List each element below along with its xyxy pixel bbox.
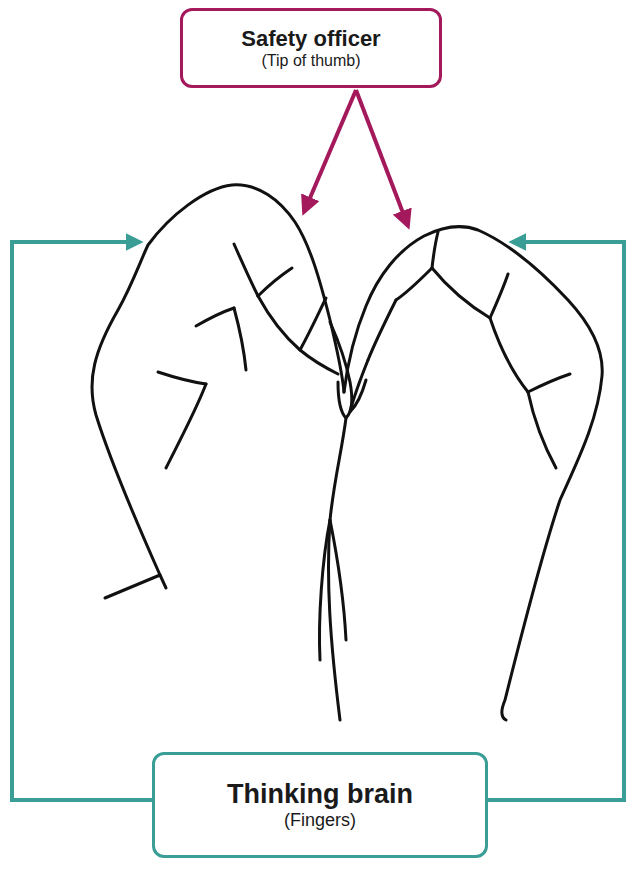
- callout-subtitle: (Tip of thumb): [262, 51, 361, 70]
- callout-title: Thinking brain: [227, 779, 413, 810]
- leader-arrows: [304, 90, 408, 226]
- callout-box: Safety officer(Tip of thumb): [180, 8, 442, 88]
- callout-title: Safety officer: [241, 26, 380, 51]
- callout-box: Thinking brain(Fingers): [152, 752, 488, 858]
- bracket-lines: [12, 242, 624, 800]
- hand-drawing: [92, 185, 602, 720]
- callout-subtitle: (Fingers): [284, 810, 356, 832]
